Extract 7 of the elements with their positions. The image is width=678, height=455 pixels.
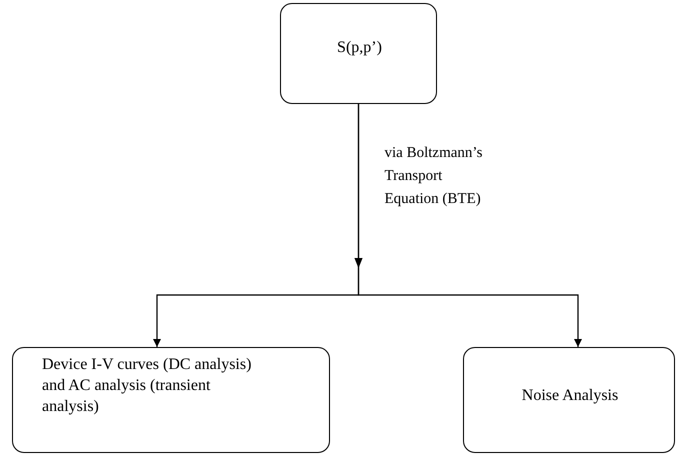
process-box — [12, 347, 330, 453]
process-box — [463, 347, 675, 453]
process-box — [280, 3, 437, 104]
box-text: S(p,p’) — [336, 38, 383, 58]
box-text: Noise Analysis — [520, 386, 620, 406]
arrow — [354, 104, 582, 347]
box-text: Device I-V curves (DC analysis) and AC analysis (transient analysis) — [42, 355, 252, 417]
